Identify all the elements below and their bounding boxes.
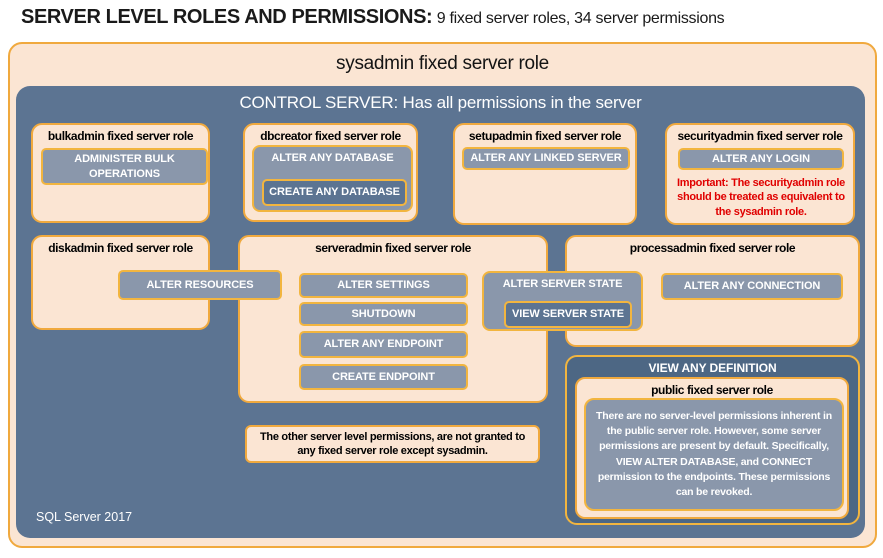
permission-alter-any-database-label: ALTER ANY DATABASE	[271, 152, 394, 164]
role-box-securityadmin: securityadmin fixed server role ALTER AN…	[665, 123, 855, 225]
role-title-bulkadmin: bulkadmin fixed server role	[47, 129, 194, 143]
permission-alter-any-connection: ALTER ANY CONNECTION	[661, 273, 843, 300]
role-box-bulkadmin: bulkadmin fixed server role ADMINISTER B…	[31, 123, 210, 223]
control-server-title: CONTROL SERVER: Has all permissions in t…	[239, 93, 642, 112]
role-box-dbcreator: dbcreator fixed server role ALTER ANY DA…	[243, 123, 418, 222]
role-box-setupadmin: setupadmin fixed server role ALTER ANY L…	[453, 123, 637, 225]
permission-alter-any-database: ALTER ANY DATABASE CREATE ANY DATABASE	[252, 145, 413, 212]
role-title-public: public fixed server role	[651, 383, 773, 397]
role-box-public: public fixed server role There are no se…	[575, 377, 849, 519]
permission-shutdown: SHUTDOWN	[299, 302, 468, 326]
permission-alter-resources: ALTER RESOURCES	[118, 270, 282, 300]
permission-create-endpoint: CREATE ENDPOINT	[299, 364, 468, 390]
sql-server-version-label: SQL Server 2017	[36, 510, 133, 524]
securityadmin-warning-note: Important: The securityadmin role should…	[677, 177, 845, 218]
permission-view-any-definition: VIEW ANY DEFINITION public fixed server …	[565, 355, 860, 525]
role-title-processadmin: processadmin fixed server role	[629, 241, 796, 255]
role-title-securityadmin: securityadmin fixed server role	[677, 129, 843, 143]
page-title-heading: SERVER LEVEL ROLES AND PERMISSIONS:	[21, 6, 433, 28]
permission-view-any-definition-label: VIEW ANY DEFINITION	[648, 361, 777, 375]
sysadmin-role-title: sysadmin fixed server role	[336, 53, 549, 74]
role-title-dbcreator: dbcreator fixed server role	[260, 129, 401, 143]
other-permissions-note: The other server level permissions, are …	[245, 425, 540, 463]
page-title-subtitle: 9 fixed server roles, 34 server permissi…	[436, 10, 725, 27]
permission-alter-any-linked-server: ALTER ANY LINKED SERVER	[462, 147, 630, 170]
role-title-serveradmin: serveradmin fixed server role	[315, 241, 471, 255]
public-role-note: There are no server-level permissions in…	[584, 398, 844, 511]
permission-create-any-database: CREATE ANY DATABASE	[262, 179, 407, 206]
role-box-serveradmin: serveradmin fixed server role ALTER SETT…	[238, 235, 548, 403]
permission-view-server-state: VIEW SERVER STATE	[504, 301, 632, 328]
permission-administer-bulk-operations: ADMINISTER BULK OPERATIONS	[41, 148, 208, 185]
permission-alter-any-endpoint: ALTER ANY ENDPOINT	[299, 331, 468, 358]
permission-alter-any-login: ALTER ANY LOGIN	[678, 148, 844, 170]
role-title-diskadmin: diskadmin fixed server role	[48, 241, 193, 255]
permission-alter-server-state: ALTER SERVER STATE VIEW SERVER STATE	[482, 271, 643, 331]
role-title-setupadmin: setupadmin fixed server role	[468, 129, 622, 143]
permission-alter-settings: ALTER SETTINGS	[299, 273, 468, 298]
page-title: SERVER LEVEL ROLES AND PERMISSIONS: 9 fi…	[21, 6, 725, 29]
permission-alter-server-state-label: ALTER SERVER STATE	[502, 278, 623, 290]
